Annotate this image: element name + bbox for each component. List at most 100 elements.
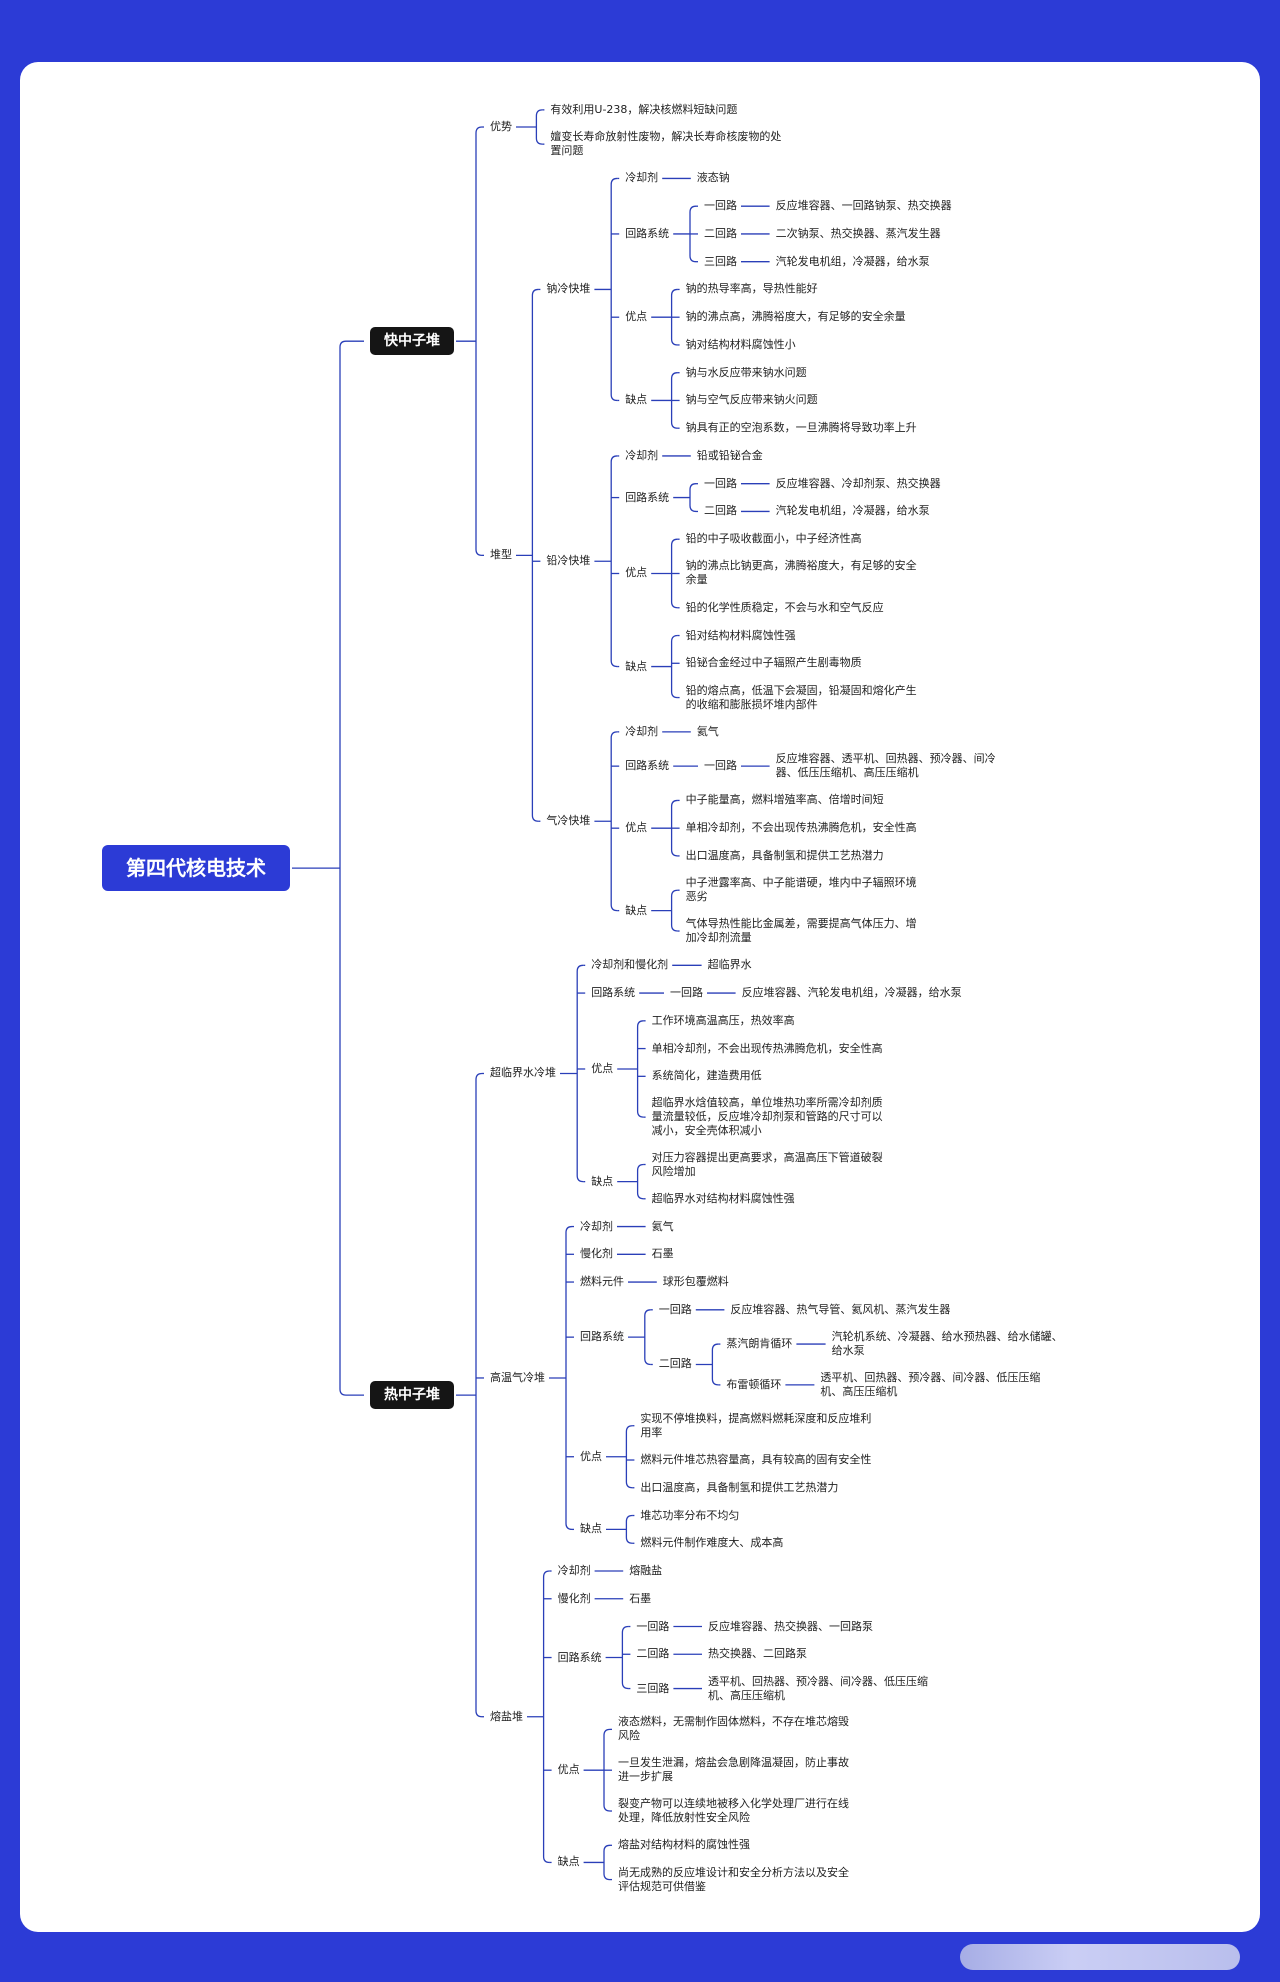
topic-node[interactable]: 二回路: [658, 1357, 692, 1371]
leaf-node[interactable]: 石墨: [629, 1591, 652, 1605]
leaf-node[interactable]: 钠的热导率高，导热性能好: [685, 282, 818, 296]
leaf-node[interactable]: 氦气: [696, 724, 719, 738]
leaf-node[interactable]: 铅的熔点高，低温下会凝固，铅凝固和熔化产生 的收缩和膨胀损坏堆内部件: [685, 683, 917, 711]
topic-node[interactable]: 优点: [591, 1061, 614, 1075]
leaf-node[interactable]: 单相冷却剂，不会出现传热沸腾危机，安全性高: [651, 1041, 883, 1055]
topic-node[interactable]: 一回路: [704, 476, 737, 490]
topic-node[interactable]: 回路系统: [591, 986, 636, 1000]
topic-node[interactable]: 优点: [580, 1449, 602, 1463]
topic-node[interactable]: 冷却剂和慢化剂: [591, 958, 669, 972]
leaf-node[interactable]: 燃料元件堆芯热容量高，具有较高的固有安全性: [640, 1453, 872, 1466]
topic-node[interactable]: 缺点: [557, 1855, 580, 1869]
topic-node[interactable]: 一回路: [636, 1619, 670, 1633]
root-node[interactable]: 第四代核电技术: [102, 845, 290, 892]
leaf-node[interactable]: 超临界水焓值较高，单位堆热功率所需冷却剂质 量流量较低，反应堆冷却剂泵和管路的尺…: [651, 1096, 883, 1138]
leaf-node[interactable]: 燃料元件制作难度大、成本高: [640, 1536, 784, 1550]
leaf-node[interactable]: 反应堆容器、热气导管、氦风机、蒸汽发生器: [730, 1302, 951, 1316]
leaf-node[interactable]: 钠与空气反应带来钠火问题: [685, 393, 818, 407]
leaf-node[interactable]: 裂变产物可以连续地被移入化学处理厂进行在线 处理，降低放射性安全风险: [618, 1797, 849, 1825]
topic-node[interactable]: 缺点: [591, 1174, 614, 1188]
leaf-node[interactable]: 超临界水对结构材料腐蚀性强: [651, 1191, 795, 1205]
leaf-node[interactable]: 二次钠泵、热交换器、蒸汽发生器: [775, 226, 941, 240]
leaf-node[interactable]: 球形包覆燃料: [662, 1275, 729, 1289]
topic-node[interactable]: 优点: [625, 566, 648, 580]
leaf-node[interactable]: 热交换器、二回路泵: [708, 1647, 807, 1661]
topic-node[interactable]: 高温气冷堆: [490, 1370, 545, 1384]
leaf-node[interactable]: 熔盐对结构材料的腐蚀性强: [618, 1838, 750, 1852]
leaf-node[interactable]: 对压力容器提出更高要求，高温高压下管道破裂 风险增加: [651, 1150, 883, 1178]
leaf-node[interactable]: 铅的化学性质稳定，不会与水和空气反应: [685, 600, 884, 614]
leaf-node[interactable]: 透平机、回热器、预冷器、间冷器、低压压缩 机、高压压缩机: [820, 1370, 1041, 1398]
leaf-node[interactable]: 反应堆容器、冷却剂泵、热交换器: [775, 476, 941, 490]
leaf-node[interactable]: 尚无成熟的反应堆设计和安全分析方法以及安全 评估规范可供借鉴: [618, 1865, 849, 1893]
branch-node[interactable]: 热中子堆: [370, 1381, 454, 1410]
leaf-node[interactable]: 钠与水反应带来钠水问题: [685, 365, 807, 379]
topic-node[interactable]: 缺点: [625, 393, 648, 407]
leaf-node[interactable]: 单相冷却剂，不会出现传热沸腾危机，安全性高: [685, 821, 917, 835]
leaf-node[interactable]: 中子能量高，燃料增殖率高、倍增时间短: [685, 793, 884, 807]
topic-node[interactable]: 气冷快堆: [546, 814, 591, 828]
leaf-node[interactable]: 堆芯功率分布不均匀: [640, 1508, 740, 1522]
leaf-node[interactable]: 有效利用U-238，解决核燃料短缺问题: [550, 102, 738, 116]
leaf-node[interactable]: 液态钠: [696, 171, 730, 185]
leaf-node[interactable]: 反应堆容器、一回路钠泵、热交换器: [775, 199, 952, 213]
topic-node[interactable]: 一回路: [670, 986, 703, 1000]
leaf-node[interactable]: 一旦发生泄漏，熔盐会急剧降温凝固，防止事故 进一步扩展: [618, 1756, 849, 1784]
leaf-node[interactable]: 气体导热性能比金属差，需要提高气体压力、增 加冷却剂流量: [685, 917, 917, 945]
leaf-node[interactable]: 汽轮发电机组，冷凝器，给水泵: [775, 254, 930, 268]
topic-node[interactable]: 二回路: [704, 226, 737, 240]
topic-node[interactable]: 优势: [490, 120, 512, 134]
topic-node[interactable]: 回路系统: [625, 490, 670, 504]
topic-node[interactable]: 布雷顿循环: [726, 1377, 782, 1391]
topic-node[interactable]: 优点: [625, 310, 648, 324]
topic-node[interactable]: 缺点: [625, 903, 648, 917]
leaf-node[interactable]: 熔融盐: [629, 1564, 663, 1577]
topic-node[interactable]: 冷却剂: [625, 724, 659, 738]
leaf-node[interactable]: 钠具有正的空泡系数，一旦沸腾将导致功率上升: [685, 421, 917, 435]
topic-node[interactable]: 慢化剂: [580, 1247, 613, 1261]
leaf-node[interactable]: 汽轮机系统、冷凝器、给水预热器、给水储罐、 给水泵: [831, 1330, 1063, 1358]
leaf-node[interactable]: 铅的中子吸收截面小，中子经济性高: [685, 532, 862, 546]
topic-node[interactable]: 冷却剂: [625, 171, 659, 185]
leaf-node[interactable]: 钠的沸点高，沸腾裕度大，有足够的安全余量: [685, 310, 906, 324]
topic-node[interactable]: 回路系统: [625, 759, 670, 773]
leaf-node[interactable]: 出口温度高，具备制氢和提供工艺热潜力: [685, 848, 884, 862]
topic-node[interactable]: 回路系统: [557, 1650, 602, 1664]
topic-node[interactable]: 铅冷快堆: [546, 554, 591, 568]
branch-node[interactable]: 快中子堆: [370, 327, 454, 356]
topic-node[interactable]: 堆型: [490, 548, 512, 562]
topic-node[interactable]: 回路系统: [580, 1330, 624, 1344]
leaf-node[interactable]: 反应堆容器、汽轮发电机组，冷凝器，给水泵: [741, 986, 962, 1000]
topic-node[interactable]: 熔盐堆: [490, 1709, 523, 1723]
leaf-node[interactable]: 铅铋合金经过中子辐照产生剧毒物质: [685, 656, 862, 670]
topic-node[interactable]: 钠冷快堆: [546, 282, 591, 296]
leaf-node[interactable]: 汽轮发电机组，冷凝器，给水泵: [775, 504, 930, 518]
topic-node[interactable]: 一回路: [704, 759, 737, 773]
topic-node[interactable]: 燃料元件: [580, 1275, 624, 1289]
leaf-node[interactable]: 出口温度高，具备制氢和提供工艺热潜力: [640, 1480, 839, 1494]
topic-node[interactable]: 缺点: [625, 659, 648, 673]
leaf-node[interactable]: 石墨: [651, 1247, 674, 1261]
leaf-node[interactable]: 反应堆容器、热交换器、一回路泵: [708, 1619, 873, 1633]
topic-node[interactable]: 慢化剂: [557, 1591, 591, 1605]
topic-node[interactable]: 三回路: [704, 254, 737, 268]
leaf-node[interactable]: 嬗变长寿命放射性废物，解决长寿命核废物的处 置问题: [550, 130, 782, 158]
leaf-node[interactable]: 中子泄露率高、中子能谱硬，堆内中子辐照环境 恶劣: [685, 876, 917, 904]
topic-node[interactable]: 超临界水冷堆: [490, 1066, 556, 1080]
leaf-node[interactable]: 超临界水: [707, 958, 752, 972]
topic-node[interactable]: 三回路: [636, 1681, 670, 1695]
leaf-node[interactable]: 液态燃料，无需制作固体燃料，不存在堆芯熔毁 风险: [618, 1715, 849, 1743]
topic-node[interactable]: 二回路: [636, 1647, 670, 1661]
topic-node[interactable]: 冷却剂: [557, 1564, 591, 1577]
leaf-node[interactable]: 铅对结构材料腐蚀性强: [685, 628, 796, 642]
leaf-node[interactable]: 钠的沸点比钠更高，沸腾裕度大，有足够的安全 余量: [685, 559, 917, 587]
topic-node[interactable]: 二回路: [704, 504, 737, 518]
leaf-node[interactable]: 透平机、回热器、预冷器、间冷器、低压压缩 机、高压压缩机: [708, 1674, 928, 1702]
topic-node[interactable]: 优点: [625, 821, 648, 835]
topic-node[interactable]: 缺点: [580, 1522, 602, 1536]
leaf-node[interactable]: 实现不停堆换料，提高燃料燃耗深度和反应堆利 用率: [640, 1411, 872, 1439]
leaf-node[interactable]: 工作环境高温高压，热效率高: [651, 1013, 795, 1027]
topic-node[interactable]: 冷却剂: [625, 448, 659, 462]
leaf-node[interactable]: 系统简化，建造费用低: [651, 1069, 762, 1083]
leaf-node[interactable]: 钠对结构材料腐蚀性小: [685, 337, 796, 351]
